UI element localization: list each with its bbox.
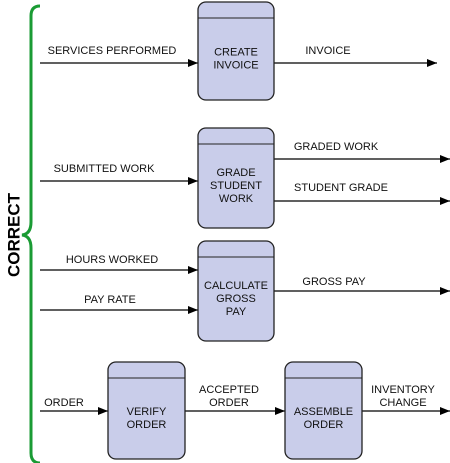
process-label: GRADE — [216, 167, 255, 179]
process-box — [284, 361, 363, 460]
process-label: CALCULATE — [204, 280, 268, 292]
flow-label-gross-pay: GROSS PAY — [302, 276, 366, 288]
process-boxes: CREATEINVOICEGRADESTUDENTWORKCALCULATEGR… — [107, 1, 363, 460]
flow-label-student-grade: STUDENT GRADE — [294, 182, 388, 194]
process-box — [197, 1, 275, 101]
process-label: PAY — [226, 306, 247, 318]
process-label: ORDER — [127, 419, 167, 431]
process-label: WORK — [219, 193, 254, 205]
process-box — [197, 240, 275, 342]
process-label: CREATE — [214, 47, 258, 59]
flow-label-services-performed: SERVICES PERFORMED — [48, 45, 177, 57]
flow-arrows — [40, 59, 450, 415]
flow-labels: SERVICES PERFORMED INVOICE SUBMITTED WORK G… — [44, 45, 435, 409]
process-box — [107, 361, 186, 460]
flow-label-accepted-order: ACCEPTED — [199, 384, 259, 396]
process-label: GROSS — [216, 293, 256, 305]
process-box — [197, 127, 275, 229]
process-label: INVOICE — [213, 60, 258, 72]
flow-label-order: ORDER — [44, 397, 84, 409]
correct-side-label: CORRECT — [5, 192, 24, 277]
process-label: ORDER — [304, 419, 344, 431]
flow-label-submitted-work: SUBMITTED WORK — [54, 163, 155, 175]
correct-bracket — [21, 4, 41, 463]
flow-label-accepted-order: ORDER — [209, 397, 249, 409]
process-label: VERIFY — [127, 406, 167, 418]
process-label: ASSEMBLE — [294, 406, 353, 418]
flow-label-pay-rate: PAY RATE — [84, 294, 136, 306]
flow-label-inventory-change: INVENTORY — [371, 384, 435, 396]
flow-label-inventory-change: CHANGE — [379, 397, 426, 409]
process-label: STUDENT — [210, 180, 262, 192]
flow-label-graded-work: GRADED WORK — [294, 141, 379, 153]
flow-label-hours-worked: HOURS WORKED — [66, 254, 158, 266]
flow-label-invoice: INVOICE — [305, 45, 350, 57]
